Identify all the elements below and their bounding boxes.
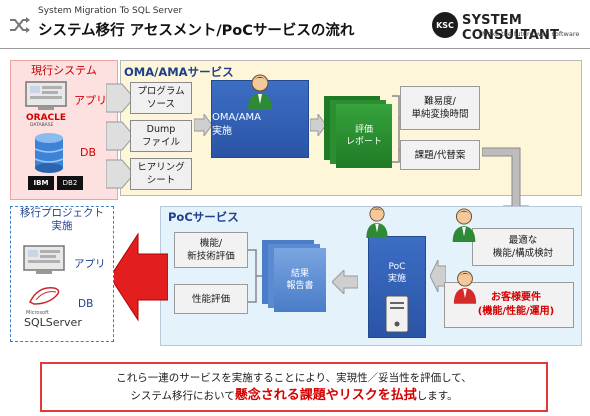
sqlserver-logo-text: SQLServer bbox=[24, 316, 82, 329]
ibm-logo: IBM bbox=[28, 176, 54, 190]
oracle-logo: ORACLE bbox=[26, 113, 67, 123]
report-line: レポート bbox=[345, 137, 382, 147]
output-difficulty-box: 難易度/単純変換時間 bbox=[400, 86, 480, 130]
input-line: プログラム bbox=[137, 86, 185, 97]
customer-person-icon bbox=[453, 270, 477, 304]
migration-arrow bbox=[110, 232, 168, 322]
oracle-logo-sub: DATABASE bbox=[30, 123, 54, 128]
shuffle-icon bbox=[10, 17, 30, 33]
database-icon bbox=[34, 133, 64, 173]
summary-text: システム移行において bbox=[130, 390, 235, 402]
result-line: 報告書 bbox=[286, 281, 314, 291]
input-program-source: プログラムソース bbox=[130, 82, 192, 114]
output-line: 課題/代替案 bbox=[414, 149, 466, 161]
migration-title-line: 移行プロジェクト bbox=[20, 207, 104, 219]
eval-function-box: 機能/ 新技術評価 bbox=[174, 232, 248, 268]
migration-title-line: 実施 bbox=[51, 220, 73, 232]
output-issues-box: 課題/代替案 bbox=[400, 140, 480, 170]
sqlserver-logo-icon bbox=[28, 287, 60, 305]
input-line: ヒアリング bbox=[137, 162, 185, 173]
input-line: シート bbox=[146, 175, 176, 186]
summary-emphasis: 懸念される課題やリスクを払拭 bbox=[234, 388, 417, 403]
header-subtitle: System Migration To SQL Server bbox=[38, 6, 183, 16]
arrow-right-icon bbox=[310, 114, 326, 136]
consultant-person-icon bbox=[248, 74, 272, 110]
eval-performance-box: 性能評価 bbox=[174, 284, 248, 314]
optimal-line: 最適な bbox=[508, 235, 538, 246]
summary-line-2: システム移行において懸念される課題やリスクを払拭します。 bbox=[42, 387, 546, 405]
company-logo: KSC bbox=[432, 12, 458, 38]
poc-service-title: PoCサービス bbox=[168, 210, 239, 224]
arrow-right-icon bbox=[194, 114, 212, 136]
report-line: 評価 bbox=[354, 125, 373, 135]
input-dump-file: Dump ファイル bbox=[130, 120, 192, 152]
output-line: 単純変換時間 bbox=[411, 109, 469, 120]
activity-line: 実施 bbox=[212, 126, 232, 137]
activity-line: 実施 bbox=[387, 274, 406, 284]
result-line: 結果 bbox=[290, 269, 309, 279]
server-icon bbox=[385, 295, 409, 333]
header-divider bbox=[0, 48, 590, 49]
poc-activity-box: PoC 実施 bbox=[368, 236, 426, 338]
company-name: SYSTEM CONSULTANT bbox=[462, 13, 560, 43]
company-tagline: Make the future with software bbox=[482, 30, 580, 38]
migration-project-title: 移行プロジェクト 実施 bbox=[10, 207, 114, 233]
sqlserver-logo-sub: Microsoft bbox=[26, 310, 49, 316]
activity-line: OMA/AMA bbox=[212, 112, 262, 123]
arrow-left-icon bbox=[332, 270, 358, 294]
consultant-person-icon bbox=[452, 208, 476, 242]
migration-project-panel bbox=[10, 206, 114, 342]
result-report-doc: 結果報告書 bbox=[274, 248, 326, 312]
input-line: Dump bbox=[146, 124, 176, 135]
customer-requirements-box: お客様要件 (機能/性能/運用) bbox=[444, 282, 574, 328]
page-title: システム移行 アセスメント/PoCサービスの流れ bbox=[38, 23, 355, 39]
computer-icon bbox=[25, 81, 67, 110]
engineer-person-icon bbox=[366, 206, 388, 238]
customer-line: お客様要件 bbox=[490, 292, 541, 303]
customer-line: (機能/性能/運用) bbox=[477, 306, 555, 317]
computer-icon bbox=[23, 245, 65, 274]
activity-line: PoC bbox=[388, 262, 406, 272]
input-line: ソース bbox=[146, 99, 176, 110]
summary-message: これら一連のサービスを実施することにより、実現性／妥当性を評価して、 システム移… bbox=[40, 362, 548, 412]
oma-service-title: OMA/AMAサービス bbox=[124, 65, 234, 79]
target-app-label: アプリ bbox=[74, 258, 106, 270]
optimal-config-box: 最適な機能/構成検討 bbox=[472, 228, 574, 266]
summary-line-1: これら一連のサービスを実施することにより、実現性／妥当性を評価して、 bbox=[116, 372, 472, 384]
summary-text: します。 bbox=[416, 390, 458, 402]
input-flow-arrows bbox=[106, 83, 135, 189]
output-line: 難易度/ bbox=[424, 96, 456, 107]
target-db-label: DB bbox=[78, 298, 94, 310]
evaluation-report-doc: 評価レポート bbox=[336, 104, 392, 168]
db2-logo: DB2 bbox=[57, 176, 83, 190]
current-system-title: 現行システム bbox=[31, 64, 97, 77]
input-hearing-sheet: ヒアリングシート bbox=[130, 158, 192, 190]
input-line: ファイル bbox=[141, 137, 180, 148]
current-db-label: DB bbox=[80, 146, 97, 159]
optimal-line: 機能/構成検討 bbox=[492, 248, 554, 259]
current-app-label: アプリ bbox=[74, 94, 107, 107]
